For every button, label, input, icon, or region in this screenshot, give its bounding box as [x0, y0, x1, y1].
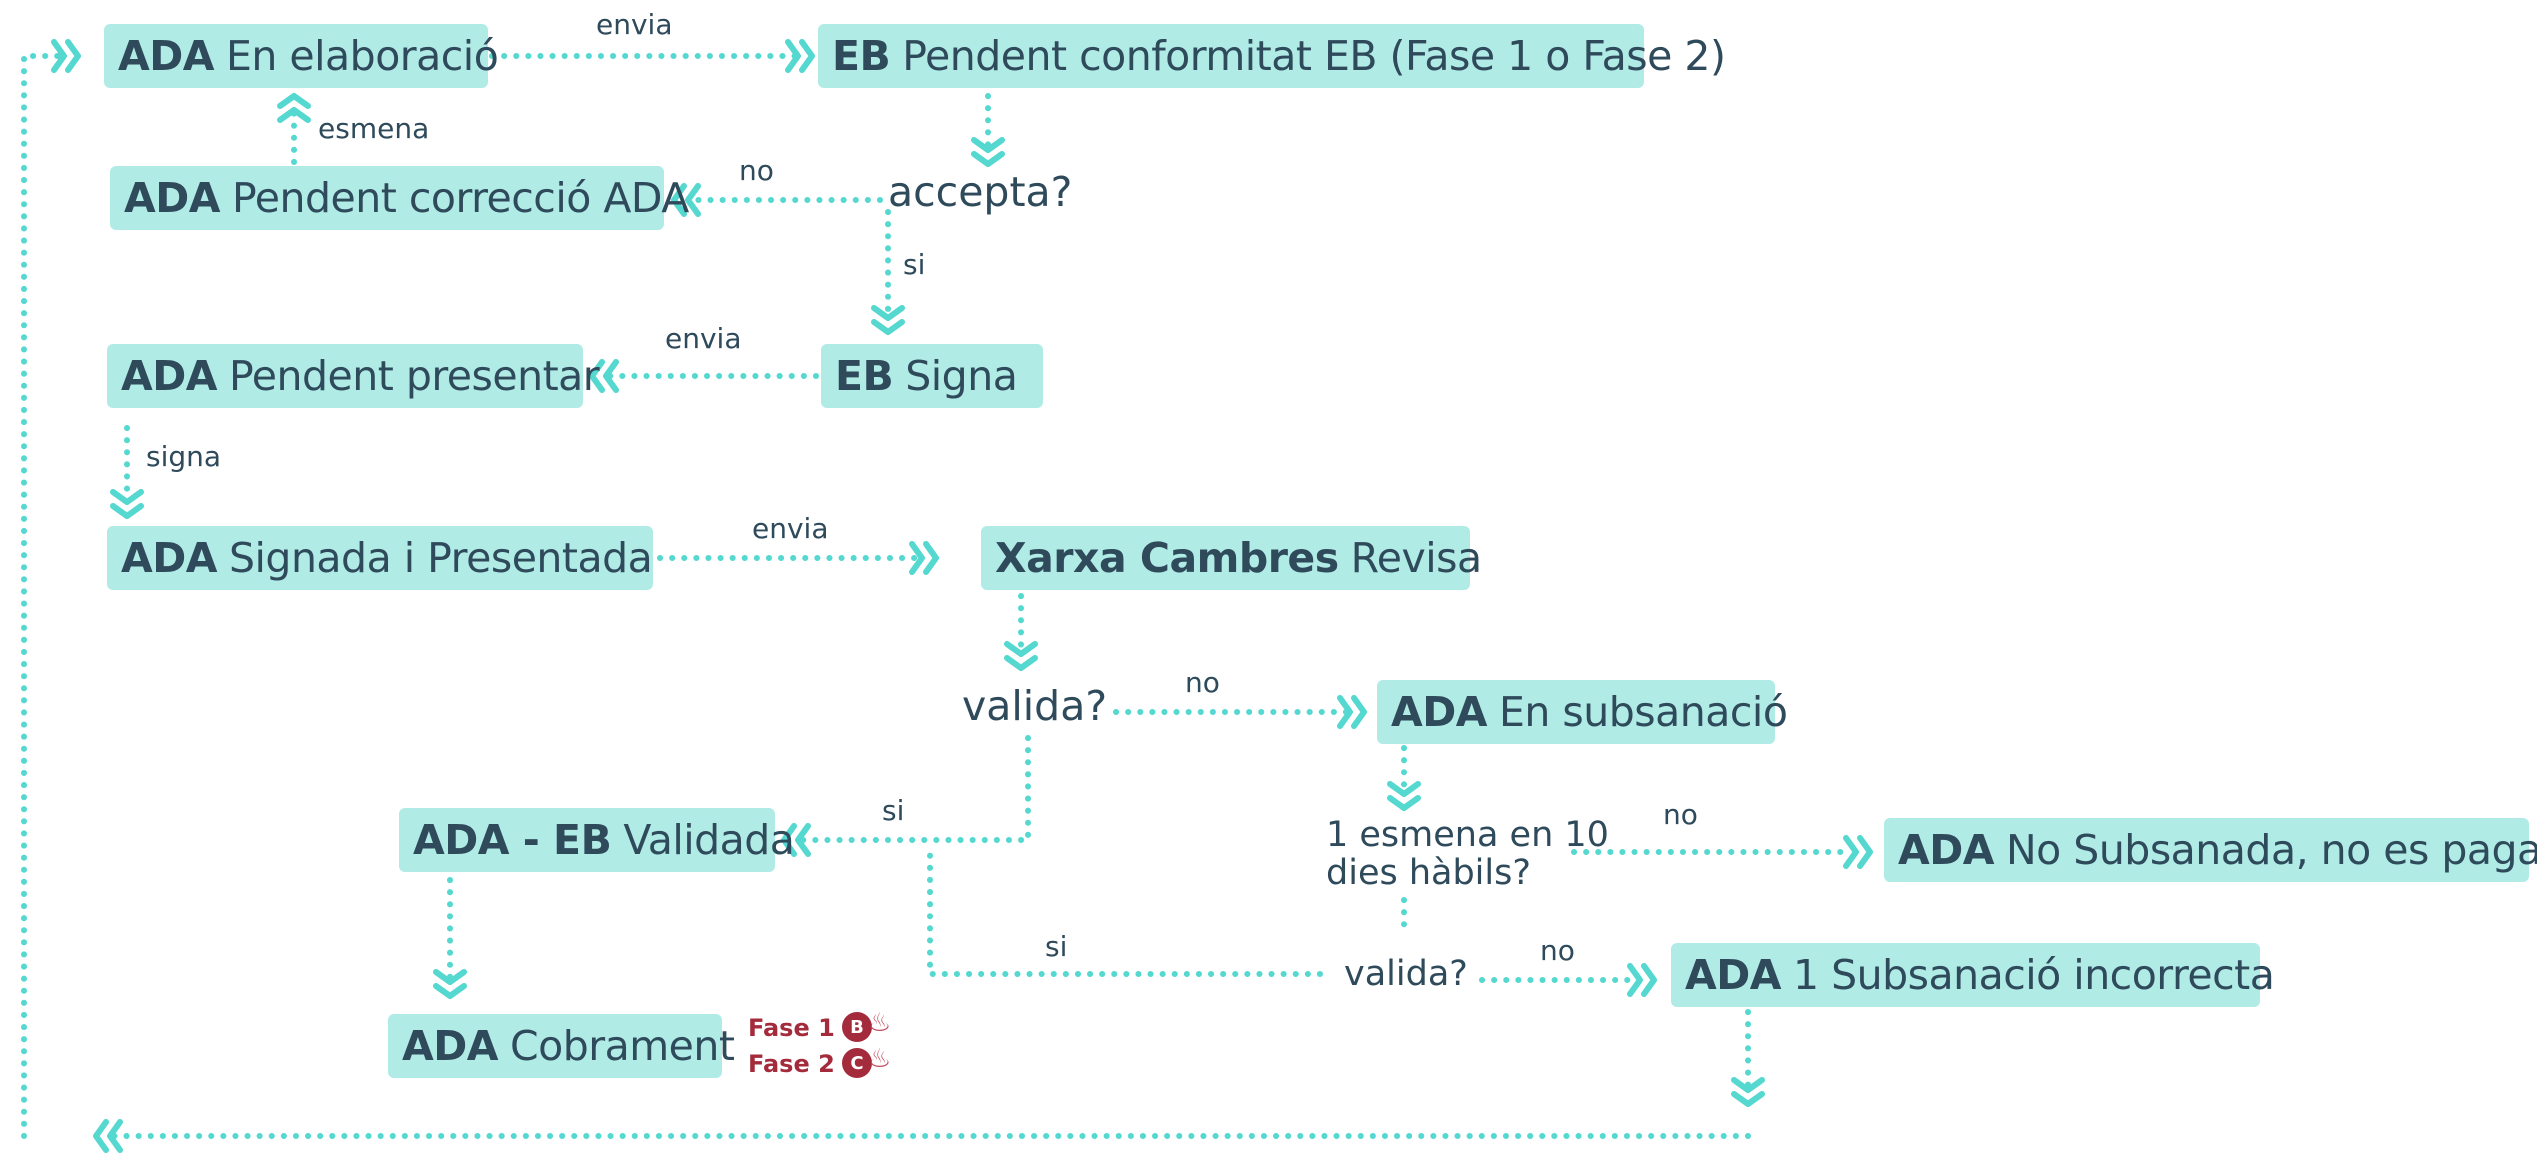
- label-envia-2: envia: [665, 322, 742, 355]
- node-state: En subsanació: [1499, 688, 1788, 736]
- node-state: Cobrament: [510, 1022, 735, 1070]
- node-state: Pendent correcció ADA: [232, 174, 689, 222]
- label-no-valida-1: no: [1185, 666, 1220, 699]
- node-ada-signada-presentada: ADA Signada i Presentada: [107, 526, 653, 590]
- decision-valida-2: valida?: [1344, 954, 1468, 994]
- arrow-head: [433, 969, 467, 999]
- arrow-head: [51, 39, 81, 73]
- arrow-head: [1843, 835, 1873, 869]
- node-state: Signa: [905, 352, 1018, 400]
- edge-loop-left: [21, 53, 63, 1139]
- node-ada-eb-validada: ADA - EB Validada: [399, 808, 795, 872]
- node-state: Signada i Presentada: [229, 534, 653, 582]
- node-state: No Subsanada, no es paga: [2006, 826, 2537, 874]
- node-state: 1 Subsanació incorrecta: [1793, 951, 2275, 999]
- arrow-head: [1731, 1077, 1765, 1107]
- hand-money-icon: ♨: [868, 1008, 892, 1038]
- label-no-valida-2: no: [1540, 934, 1575, 967]
- node-state: Validada: [623, 816, 795, 864]
- node-state: Pendent conformitat EB (Fase 1 o Fase 2): [902, 32, 1726, 80]
- arrow-head: [909, 541, 939, 575]
- arrow-head: [1627, 963, 1657, 997]
- arrow-head: [110, 489, 144, 519]
- arrow-head: [1004, 641, 1038, 671]
- fase1-badge: B: [842, 1012, 872, 1042]
- label-signa: signa: [146, 440, 222, 473]
- decision-valida-1: valida?: [962, 682, 1108, 730]
- fase2-badge: C: [842, 1048, 872, 1078]
- node-actor: ADA: [1685, 951, 1782, 999]
- label-si-valida-2: si: [1045, 930, 1068, 963]
- decision-esmena: 1 esmena en 10 dies hàbils?: [1326, 815, 1609, 893]
- label-esmena: esmena: [318, 112, 430, 145]
- arrow-head: [785, 39, 815, 73]
- arrow-head: [589, 359, 619, 393]
- edge-si-valida-2: [927, 843, 1323, 977]
- edge-si-valida-1: [797, 735, 1031, 843]
- node-actor: ADA - EB: [413, 816, 612, 864]
- arrow-head: [971, 137, 1005, 167]
- node-eb-pendent-conformitat: EB Pendent conformitat EB (Fase 1 o Fase…: [818, 24, 1726, 88]
- node-ada-cobrament: ADA Cobrament: [388, 1014, 735, 1078]
- decision-esmena-line2: dies hàbils?: [1326, 853, 1531, 893]
- label-si-accepta: si: [903, 248, 926, 281]
- node-ada-no-subsanada: ADA No Subsanada, no es paga: [1884, 818, 2537, 882]
- label-no-accepta: no: [739, 154, 774, 187]
- node-eb-signa: EB Signa: [821, 344, 1043, 408]
- node-actor: EB: [832, 32, 891, 80]
- node-actor: ADA: [124, 174, 221, 222]
- node-state: En elaboració: [226, 32, 499, 80]
- node-actor: ADA: [118, 32, 215, 80]
- node-state: Pendent presentar: [229, 352, 600, 400]
- decision-accepta: accepta?: [888, 168, 1073, 216]
- node-state: Revisa: [1350, 534, 1483, 582]
- arrow-head: [871, 305, 905, 335]
- arrow-head: [1337, 695, 1367, 729]
- arrow-head: [1387, 781, 1421, 811]
- node-ada-pendent-presentar: ADA Pendent presentar: [107, 344, 600, 408]
- node-actor: ADA: [121, 352, 218, 400]
- node-actor: ADA: [1898, 826, 1995, 874]
- label-si-valida-1: si: [882, 794, 905, 827]
- node-ada-en-subsanacio: ADA En subsanació: [1377, 680, 1788, 744]
- fase2-label: Fase 2: [748, 1050, 835, 1078]
- node-actor: ADA: [1391, 688, 1488, 736]
- label-envia-1: envia: [596, 8, 673, 41]
- label-no-esmena: no: [1663, 798, 1698, 831]
- arrow-head: [93, 1119, 123, 1153]
- node-actor: ADA: [121, 534, 218, 582]
- arrow-head: [781, 823, 811, 857]
- fase1-label: Fase 1: [748, 1014, 835, 1042]
- label-envia-3: envia: [752, 512, 829, 545]
- node-actor: ADA: [402, 1022, 499, 1070]
- arrow-head: [671, 183, 701, 217]
- arrow-head: [277, 93, 311, 123]
- decision-esmena-line1: 1 esmena en 10: [1326, 815, 1609, 855]
- node-actor: Xarxa Cambres: [995, 534, 1339, 582]
- node-ada-pendent-correccio: ADA Pendent correcció ADA: [110, 166, 689, 230]
- node-ada-en-elaboracio: ADA En elaboració: [104, 24, 499, 88]
- node-actor: EB: [835, 352, 894, 400]
- node-xarxa-cambres-revisa: Xarxa Cambres Revisa: [981, 526, 1482, 590]
- node-ada-subsanacio-incorrecta: ADA 1 Subsanació incorrecta: [1671, 943, 2275, 1007]
- hand-money-icon: ♨: [868, 1044, 892, 1074]
